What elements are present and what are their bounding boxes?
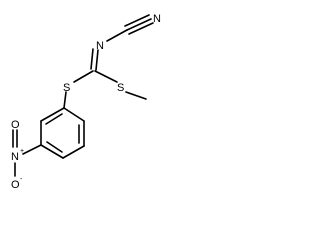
ring-nitro-bond xyxy=(22,144,42,155)
central-carbon-aryl-sulfur-bond xyxy=(73,70,94,83)
atom-o-double: O xyxy=(11,119,20,131)
nitro-double-bond xyxy=(12,129,18,148)
molecule-structure-diagram: N N S S N + O O - xyxy=(11,13,161,191)
atom-n-nitrile: N xyxy=(153,13,161,25)
atom-s-aryl: S xyxy=(63,82,70,94)
central-carbon-methyl-sulfur-bond xyxy=(94,70,118,83)
imine-double-bond xyxy=(90,48,99,71)
nitrile-carbon-imine-bond xyxy=(106,29,128,42)
atom-s-methyl: S xyxy=(117,82,124,94)
atom-n-nitro: N xyxy=(11,151,19,163)
cyano-triple-bond xyxy=(124,14,154,35)
atom-o-single: O xyxy=(11,179,20,191)
atom-n-imine: N xyxy=(96,40,104,52)
sulfur-ring-bond xyxy=(63,91,67,109)
benzene-ring xyxy=(40,107,85,159)
charge-oxygen-minus: - xyxy=(20,176,23,183)
methyl-bond xyxy=(125,91,147,100)
charge-nitro-plus: + xyxy=(20,148,24,155)
